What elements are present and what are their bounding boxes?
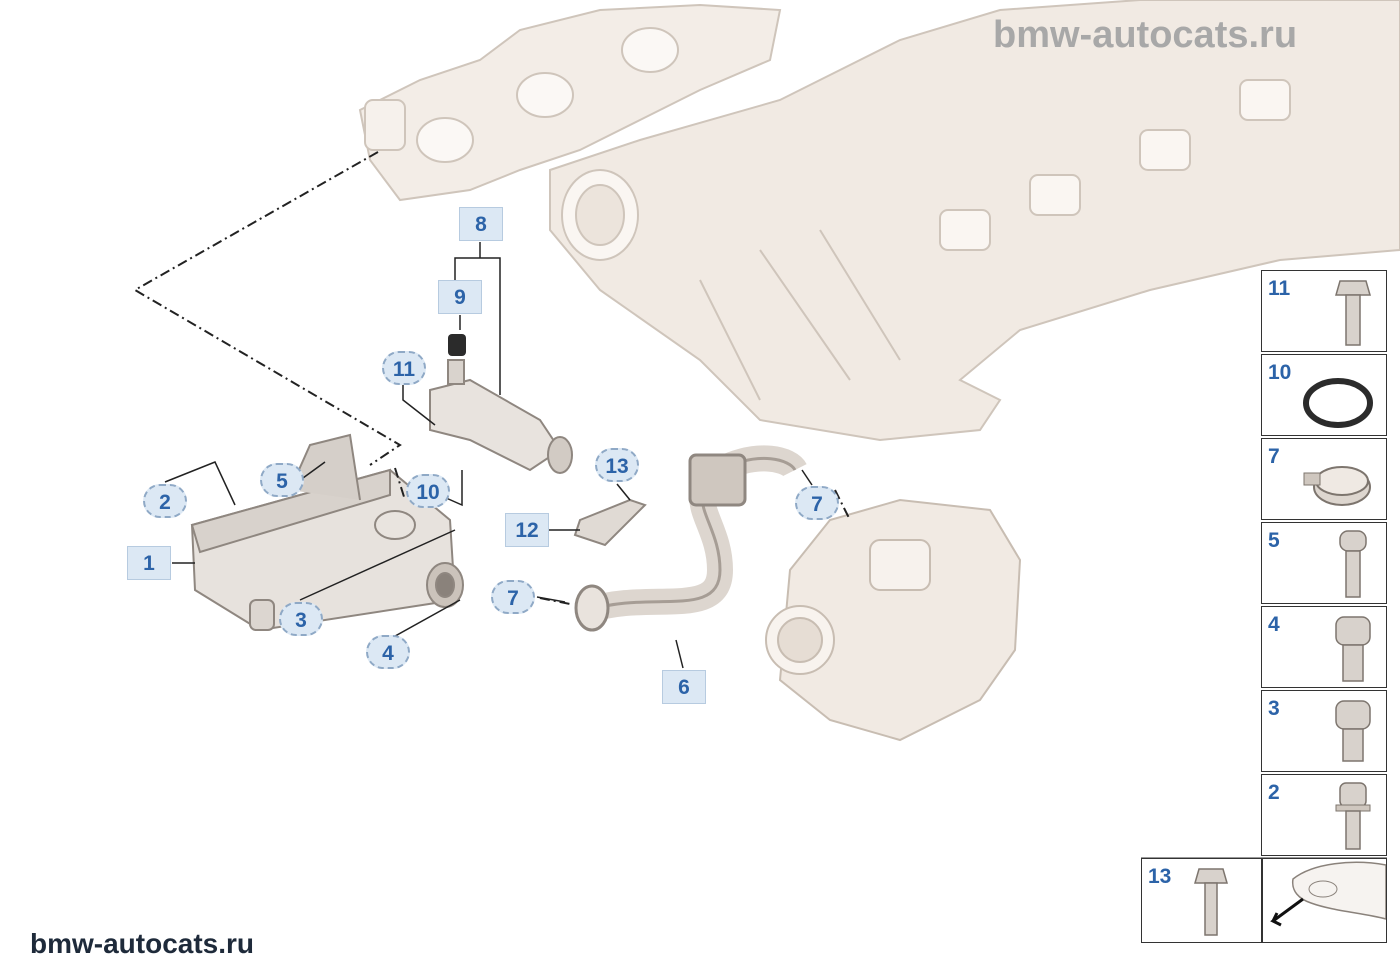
leader-lines bbox=[164, 242, 813, 669]
hex-bolt-icon bbox=[1194, 868, 1228, 936]
legend-num: 2 bbox=[1268, 781, 1280, 804]
egr-pipe bbox=[429, 359, 573, 474]
socket-screw-icon bbox=[1335, 700, 1371, 762]
watermark-bottom: bmw-autocats.ru bbox=[30, 928, 255, 959]
socket-screw-icon bbox=[1335, 616, 1371, 682]
egr-cooler bbox=[190, 433, 464, 632]
legend-cell-10[interactable]: 10 bbox=[1261, 354, 1387, 436]
legend-cell-3[interactable]: 3 bbox=[1261, 690, 1387, 772]
callout-5[interactable]: 5 bbox=[260, 463, 304, 497]
callout-6[interactable]: 6 bbox=[662, 670, 706, 704]
callout-11[interactable]: 11 bbox=[382, 351, 426, 385]
legend-num: 10 bbox=[1268, 361, 1292, 384]
callout-9[interactable]: 9 bbox=[438, 280, 482, 314]
vehicle-outline-icon bbox=[1270, 861, 1387, 927]
legend-cell-5[interactable]: 5 bbox=[1261, 522, 1387, 604]
callout-10[interactable]: 10 bbox=[406, 474, 450, 508]
legend-cell-11[interactable]: 11 bbox=[1261, 270, 1387, 352]
legend-num: 7 bbox=[1268, 445, 1280, 468]
legend-num: 4 bbox=[1268, 613, 1280, 636]
legend-cell-13[interactable]: 13 bbox=[1141, 858, 1262, 943]
bracket bbox=[573, 498, 647, 547]
callout-1[interactable]: 1 bbox=[127, 546, 171, 580]
collar-bolt-icon bbox=[1335, 782, 1371, 850]
hex-bolt-icon bbox=[1335, 280, 1371, 346]
vehicle-locator-cell[interactable] bbox=[1262, 858, 1387, 943]
callout-4[interactable]: 4 bbox=[366, 635, 410, 669]
legend-num: 11 bbox=[1268, 277, 1291, 300]
callout-8[interactable]: 8 bbox=[459, 207, 503, 241]
exhaust-manifold bbox=[358, 3, 782, 202]
callout-7-left[interactable]: 7 bbox=[491, 580, 535, 614]
throttle-housing bbox=[765, 498, 1022, 742]
legend-cell-2[interactable]: 2 bbox=[1261, 774, 1387, 856]
hose-clamp-icon bbox=[1303, 466, 1371, 506]
watermark-top: bmw-autocats.ru bbox=[993, 14, 1298, 56]
legend-num: 3 bbox=[1268, 697, 1280, 720]
callout-3[interactable]: 3 bbox=[279, 602, 323, 636]
callout-7-right[interactable]: 7 bbox=[795, 486, 839, 520]
callout-12[interactable]: 12 bbox=[505, 513, 549, 547]
legend-num: 13 bbox=[1148, 865, 1172, 888]
bolt-9-part bbox=[448, 334, 466, 356]
intake-manifold bbox=[549, 0, 1400, 442]
flexible-pipe bbox=[574, 445, 807, 632]
legend-cell-4[interactable]: 4 bbox=[1261, 606, 1387, 688]
legend-num: 5 bbox=[1268, 529, 1280, 552]
socket-screw-icon bbox=[1339, 530, 1367, 598]
gasket-ring-icon bbox=[1303, 378, 1373, 428]
legend-cell-7[interactable]: 7 bbox=[1261, 438, 1387, 520]
callout-2[interactable]: 2 bbox=[143, 484, 187, 518]
callout-13[interactable]: 13 bbox=[595, 448, 639, 482]
